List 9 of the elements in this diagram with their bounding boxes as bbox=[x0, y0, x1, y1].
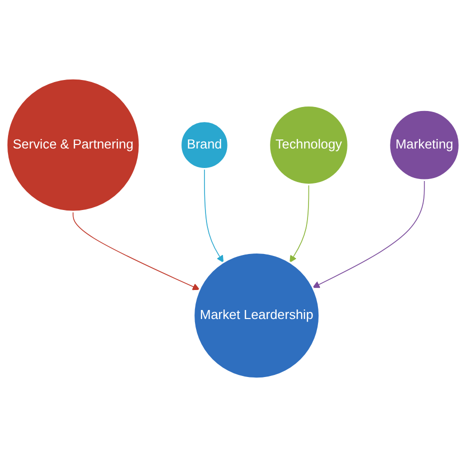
arrow bbox=[204, 168, 224, 262]
node-circle: Marketing bbox=[388, 108, 460, 180]
node-circle: Brand bbox=[180, 120, 229, 170]
node-circle: Technology bbox=[268, 104, 349, 185]
arrow bbox=[312, 179, 425, 288]
arrow bbox=[72, 210, 200, 290]
node-circle: Service & Partnering bbox=[6, 77, 140, 212]
arrow bbox=[290, 184, 310, 262]
node-circle: Market Leardership bbox=[192, 251, 320, 379]
